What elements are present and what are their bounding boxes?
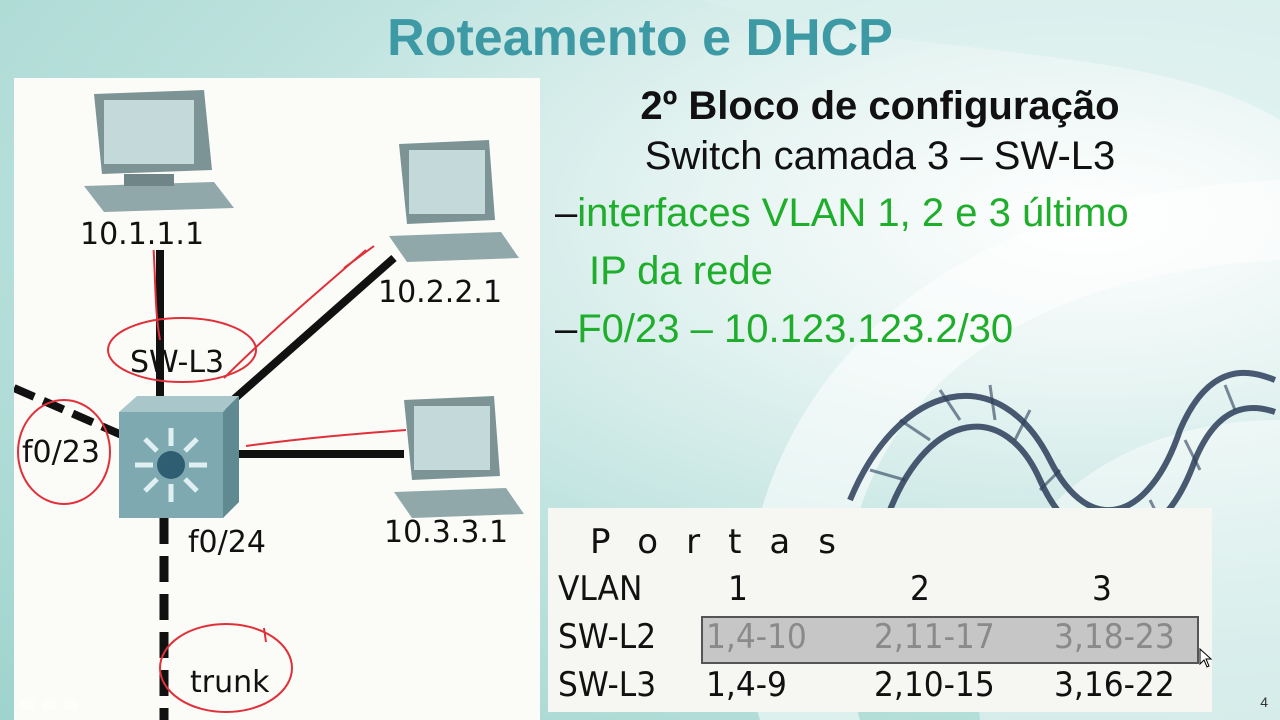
annotation-circle-f023	[17, 399, 111, 505]
cell-swl2-vlan1: 1,4-10	[706, 617, 807, 657]
annotation-stroke-pc3	[245, 429, 407, 447]
bullet-dash: –	[555, 307, 578, 351]
bullet-text: F0/23 – 10.123.123.2/30	[577, 307, 1014, 351]
port-f024-label: f0/24	[188, 525, 266, 560]
bullet-item: –interfaces VLAN 1, 2 e 3 último	[555, 184, 1275, 242]
prev-slide-icon[interactable]	[20, 700, 34, 710]
vlan-header-label: VLAN	[558, 569, 643, 609]
port-f023-label: f0/23	[22, 435, 100, 470]
slide-number: 4	[1260, 694, 1268, 710]
vlan-col-1: 1	[728, 569, 748, 609]
annotation-circle-switch	[107, 317, 257, 383]
slide-nav	[20, 700, 78, 710]
mouse-cursor-icon	[1199, 648, 1213, 668]
slide-content: 2º Bloco de configuração Switch camada 3…	[555, 84, 1275, 358]
switch-icon	[119, 396, 239, 518]
pc3-ip-label: 10.3.3.1	[384, 515, 509, 550]
content-heading: 2º Bloco de configuração	[640, 84, 1120, 128]
bullet-continuation: IP da rede	[589, 249, 773, 293]
content-subheading: Switch camada 3 – SW-L3	[644, 134, 1116, 178]
cell-swl3-vlan2: 2,10-15	[874, 665, 995, 705]
cell-swl3-vlan3: 3,16-22	[1054, 665, 1175, 705]
row-highlight	[701, 616, 1199, 664]
cell-swl2-vlan3: 3,18-23	[1054, 617, 1175, 657]
pc-icon-1	[84, 90, 234, 212]
vlan-col-3: 3	[1092, 569, 1112, 609]
bullet-dash: –	[555, 191, 578, 235]
pc-icon-2	[389, 140, 519, 262]
row-device-swl2: SW-L2	[558, 617, 657, 657]
bullet-item: –F0/23 – 10.123.123.2/30	[555, 300, 1275, 358]
slide-title: Roteamento e DHCP	[387, 9, 893, 67]
ports-table-title: Portas	[590, 522, 864, 562]
trunk-label: trunk	[190, 665, 270, 700]
menu-icon[interactable]	[42, 700, 56, 710]
row-device-swl3: SW-L3	[558, 665, 657, 705]
ports-table: Portas VLAN 1 2 3 SW-L2 1,4-10 2,11-17 3…	[548, 508, 1212, 712]
switch-name-label: SW-L3	[130, 345, 225, 380]
annotation-stroke-pc2	[223, 249, 367, 379]
vlan-col-2: 2	[910, 569, 930, 609]
pc-icon-3	[394, 396, 524, 518]
bullet-text: interfaces VLAN 1, 2 e 3 último	[577, 191, 1129, 235]
pc2-ip-label: 10.2.2.1	[378, 275, 503, 310]
cell-swl2-vlan2: 2,11-17	[874, 617, 995, 657]
annotation-circle-trunk	[159, 623, 293, 713]
next-slide-icon[interactable]	[64, 700, 78, 710]
cell-swl3-vlan1: 1,4-9	[706, 665, 787, 705]
network-diagram: 10.1.1.1 10.2.2.1 10.3.3.1 SW-L3 f0/23 f…	[14, 78, 540, 720]
pc1-ip-label: 10.1.1.1	[80, 217, 205, 252]
